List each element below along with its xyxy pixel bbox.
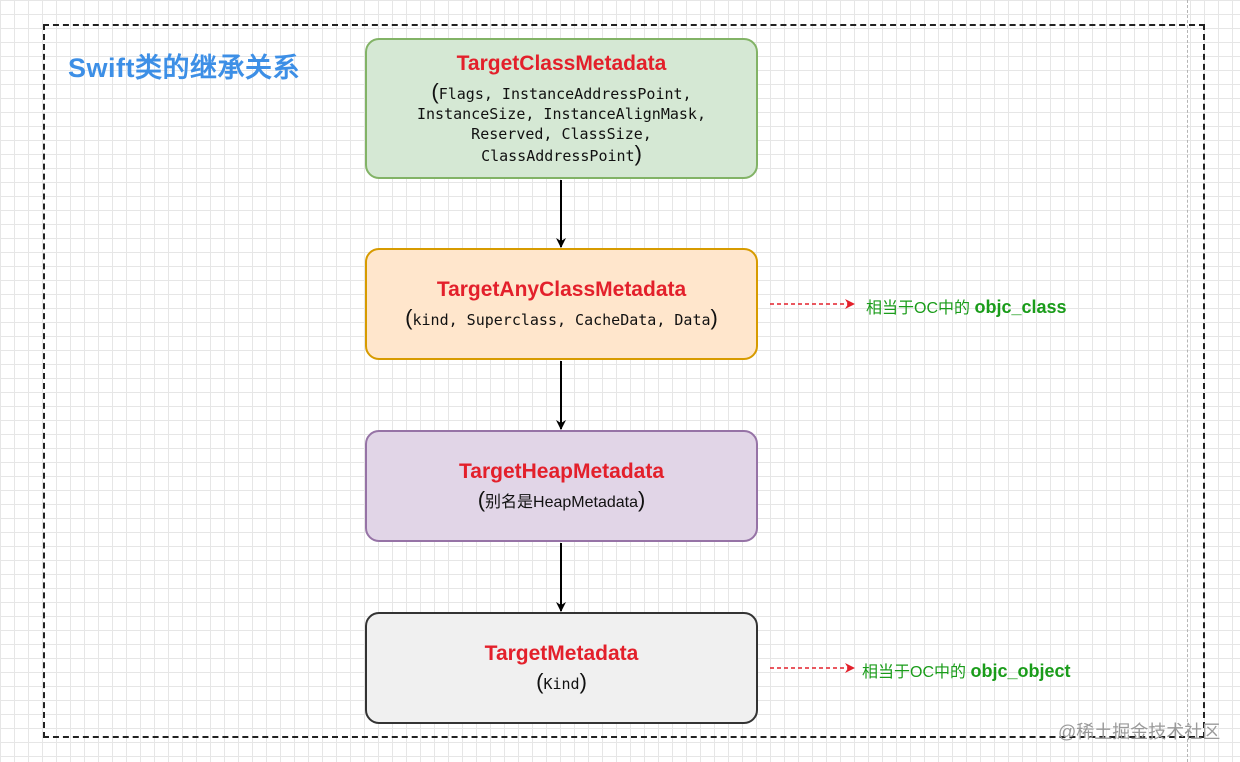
box-target-metadata: TargetMetadata (Kind) — [365, 612, 758, 724]
watermark: @稀土掘金技术社区 — [1058, 722, 1221, 742]
box-target-heap-metadata: TargetHeapMetadata (别名是HeapMetadata) — [365, 430, 758, 542]
diagram-title: Swift类的继承关系 — [68, 53, 300, 83]
box-fields: (kind, Superclass, CacheData, Data) — [405, 305, 718, 330]
diagram-frame — [43, 24, 1205, 738]
box-name: TargetAnyClassMetadata — [436, 278, 687, 301]
box-target-any-class-metadata: TargetAnyClassMetadata (kind, Superclass… — [365, 248, 758, 360]
guide-line — [1187, 0, 1188, 762]
box-fields: (Flags, InstanceAddressPoint, InstanceSi… — [417, 78, 706, 166]
box-name: TargetHeapMetadata — [459, 459, 664, 483]
note-objc-object: 相当于OC中的 objc_object — [862, 661, 1071, 681]
box-target-class-metadata: TargetClassMetadata (Flags, InstanceAddr… — [365, 38, 758, 179]
box-name: TargetMetadata — [484, 642, 639, 665]
box-fields: (别名是HeapMetadata) — [477, 486, 646, 512]
box-fields: (Kind) — [536, 669, 587, 694]
box-name: TargetClassMetadata — [456, 51, 667, 75]
note-objc-class: 相当于OC中的 objc_class — [866, 297, 1067, 317]
